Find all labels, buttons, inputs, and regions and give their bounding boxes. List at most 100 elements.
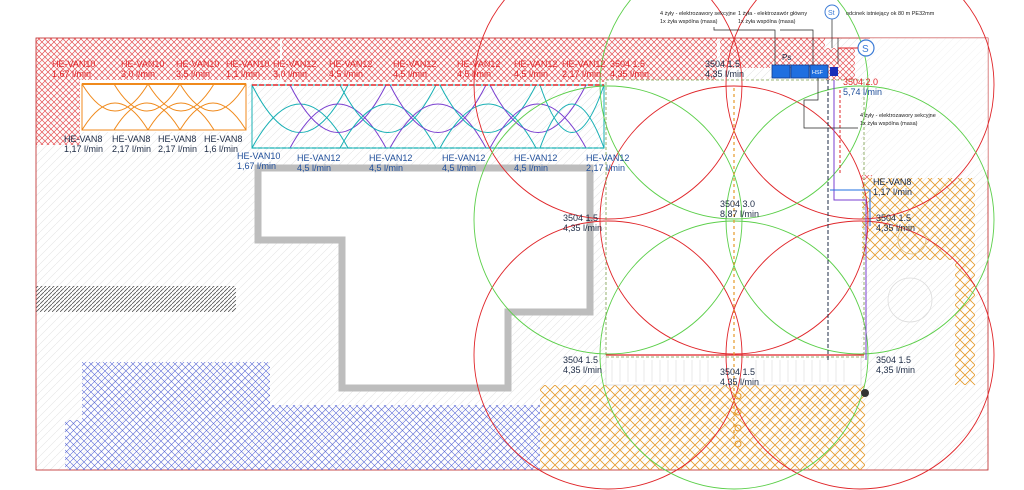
nozzle-flow: 1,17 l/min: [64, 144, 103, 154]
note-valves-right-line1: 4 żyły - elektrozawory sekcyjne: [860, 113, 936, 119]
nozzle-flow: 1,17 l/min: [873, 187, 912, 197]
labels-mid-top: HE-VAN12 3,0 l/min HE-VAN12 4,5 l/min HE…: [273, 59, 744, 79]
note-leaders: [713, 17, 858, 129]
nozzle-flow: 3,5 l/min: [176, 69, 210, 79]
note-valves-right-line2: 1x żyła wspólna (masa): [860, 121, 918, 127]
nozzle-flow: 4,5 l/min: [514, 69, 548, 79]
nozzle-flow: 4,5 l/min: [297, 163, 331, 173]
nozzle-flow: 4,5 l/min: [369, 163, 403, 173]
rotor-name: 3504 2.0: [843, 77, 878, 87]
right-top-area: [870, 38, 988, 170]
valve-2: [790, 64, 810, 79]
zone-left-orange-bg: [80, 80, 248, 132]
nozzle-name: HE-VAN12: [442, 153, 485, 163]
labels-mid-bottom: HE-VAN10 1,67 l/min HE-VAN12 4,5 l/min H…: [237, 151, 629, 173]
nozzle-name: HE-VAN12: [297, 153, 340, 163]
ps-label: Ps: [782, 53, 791, 62]
note-valves-sections: 4 żyły - elektrozawory sekcyjne 1x żyła …: [660, 11, 736, 25]
blue-bed-bottom: [65, 362, 540, 470]
nozzle-name: HE-VAN12: [562, 59, 605, 69]
nozzle-flow: 4,5 l/min: [442, 163, 476, 173]
nozzle-flow: 2,17 l/min: [562, 69, 601, 79]
nozzle-flow: 4,5 l/min: [393, 69, 427, 79]
note-main-valve-line2: 1x żyła wspólna (masa): [738, 19, 796, 25]
s-symbol: S: [857, 39, 875, 57]
rotor-flow: 4,35 l/min: [876, 223, 915, 233]
nozzle-name: HE-VAN8: [64, 134, 102, 144]
orange-bed-right: [862, 178, 975, 385]
red-bed-left: [36, 38, 280, 145]
nozzle-name: HE-VAN12: [514, 153, 557, 163]
valve-1: [771, 64, 791, 79]
feed-pipes: [827, 80, 871, 360]
right-circle-decor: [887, 277, 933, 323]
nozzle-name: HE-VAN10: [121, 59, 164, 69]
nozzle-flow: 2,17 l/min: [586, 163, 625, 173]
rotor-flow: 8,87 l/min: [720, 209, 759, 219]
st-symbol-label: St: [828, 10, 835, 17]
nozzle-name: HE-VAN8: [204, 134, 242, 144]
red-bed-top-right: [720, 38, 825, 68]
s-symbol-label: S: [862, 44, 869, 55]
note-main-valve: 1 żyła - elektrozawór główny 1x żyła wsp…: [738, 11, 807, 25]
rotor-flow: 4,35 l/min: [705, 69, 744, 79]
valve-main: [809, 64, 829, 79]
nozzle-name: HE-VAN12: [457, 59, 500, 69]
rotor-flow: 4,35 l/min: [563, 365, 602, 375]
note-existing-segment: odcinek istniejący ok 80 m PE32mm: [846, 11, 935, 17]
house-outline: [254, 164, 594, 392]
labels-rotors: 3504 2.0 5,74 l/min 3504 1.5 4,35 l/min …: [563, 77, 915, 387]
nozzle-flow: 1,1 l/min: [226, 69, 260, 79]
nozzle-name: HE-VAN8: [158, 134, 196, 144]
note-valves-sections-line1: 4 żyły - elektrozawory sekcyjne: [660, 11, 736, 17]
dark-hatch-strip: [36, 286, 236, 312]
rotor-name: 3504 3.0: [720, 199, 755, 209]
valve-manifold: HSF Ps: [771, 53, 838, 79]
rotor-flow: 4,35 l/min: [563, 223, 602, 233]
nozzle-flow: 1,6 l/min: [204, 144, 238, 154]
nozzle-name: HE-VAN10: [176, 59, 219, 69]
rotor-name: 3504 1.5: [876, 355, 911, 365]
nozzle-name: HE-VAN12: [329, 59, 372, 69]
drip-points: [734, 392, 742, 448]
nozzle-flow: 2,17 l/min: [158, 144, 197, 154]
rotor-name: 3504 1.5: [720, 367, 755, 377]
orange-spray-arcs: [81, 83, 247, 131]
nozzle-name: HE-VAN10: [226, 59, 269, 69]
nozzle-flow: 1,67 l/min: [52, 69, 91, 79]
nozzle-flow: 4,5 l/min: [457, 69, 491, 79]
nozzle-name: HE-VAN12: [369, 153, 412, 163]
nozzle-flow: 3,0 l/min: [121, 69, 155, 79]
rotor-name: 3504 1.5: [876, 213, 911, 223]
right-plant-decor: [897, 225, 927, 255]
note-valves-sections-right: 4 żyły - elektrozawory sekcyjne 1x żyła …: [860, 113, 936, 127]
red-bed-top: [282, 38, 717, 82]
nozzle-flow: 3,0 l/min: [273, 69, 307, 79]
rotor-zone-boundary: [605, 79, 865, 358]
filter-box: [830, 67, 838, 76]
edge-strip-lines: [611, 360, 845, 382]
rotor-flow: 4,35 l/min: [720, 377, 759, 387]
nozzle-name: HE-VAN12: [273, 59, 316, 69]
water-source-point: [861, 389, 869, 397]
nozzle-flow: 4,5 l/min: [514, 163, 548, 173]
labels-left-top: HE-VAN10 1,67 l/min HE-VAN10 3,0 l/min H…: [52, 59, 269, 79]
nozzle-flow: 1,67 l/min: [237, 161, 276, 171]
nozzle-name: HE-VAN8: [112, 134, 150, 144]
nozzle-name: HE-VAN12: [514, 59, 557, 69]
rotor-name: 3504 1.5: [705, 59, 740, 69]
nozzle-name: HE-VAN8: [873, 177, 911, 187]
note-valves-sections-line2: 1x żyła wspólna (masa): [660, 19, 718, 25]
rotor-name: 3504 1.5: [563, 213, 598, 223]
nozzle-name: HE-VAN12: [586, 153, 629, 163]
rotor-flow: 5,74 l/min: [843, 87, 882, 97]
nozzle-flow: 2,17 l/min: [112, 144, 151, 154]
nozzle-name: HE-VAN10: [237, 151, 280, 161]
st-symbol: St: [824, 4, 840, 20]
rotor-flow: 4,35 l/min: [610, 69, 649, 79]
note-main-valve-line1: 1 żyła - elektrozawór główny: [738, 11, 807, 17]
orange-bed-bottom: [540, 385, 865, 470]
nozzle-name: HE-VAN12: [393, 59, 436, 69]
hsf-label: HSF: [812, 70, 824, 76]
